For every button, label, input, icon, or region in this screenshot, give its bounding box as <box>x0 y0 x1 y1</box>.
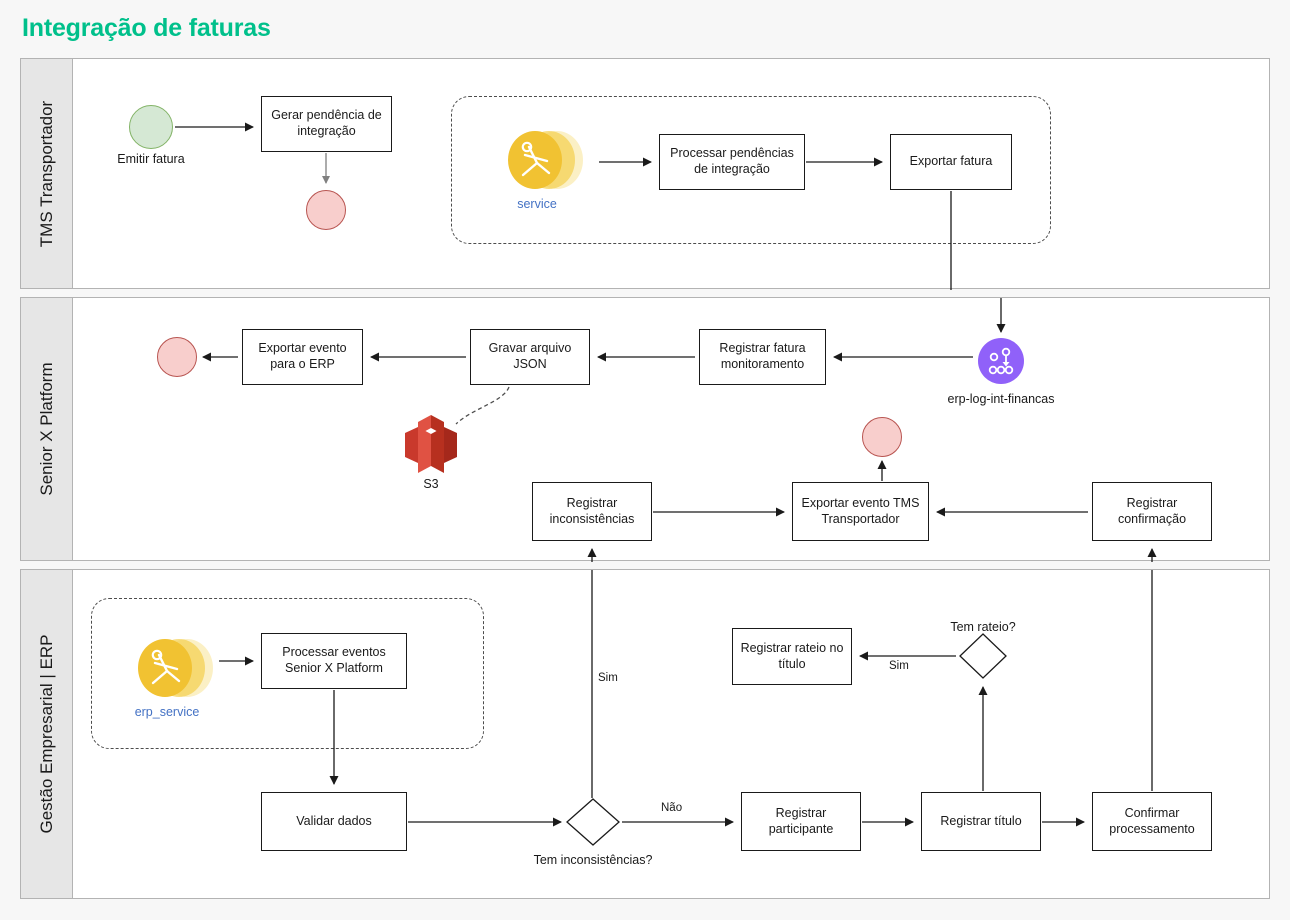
lane-label-gestao-empresarial-erp: Gestão Empresarial | ERP <box>36 634 56 834</box>
service-label-erp: erp_service <box>134 705 200 719</box>
flow-label-sim-rateio: Sim <box>889 660 909 672</box>
topic-icon-wrap <box>977 337 1025 385</box>
lane-body-gestao-empresarial-erp: erp_service Processar eventos Senior X P… <box>73 570 1269 898</box>
lane-gestao-empresarial-erp: Gestão Empresarial | ERP erp_service Pro… <box>20 569 1270 899</box>
task-registrar-rateio-no-titulo[interactable]: Registrar rateio no título <box>732 628 852 685</box>
s3-label: S3 <box>423 477 439 491</box>
lane-label-senior-x-platform: Senior X Platform <box>36 362 56 496</box>
gateway-tem-inconsistencias[interactable] <box>565 797 621 847</box>
lane2-connectors <box>202 298 1157 562</box>
task-gravar-arquivo-json[interactable]: Gravar arquivo JSON <box>470 329 590 385</box>
pubsub-topic-icon[interactable] <box>977 337 1025 385</box>
service-icon-wrap-erp: erp_service <box>121 633 225 719</box>
lane-tms-transportador: TMS Transportador Emitir fatura Gerar pe… <box>20 58 1270 290</box>
task-registrar-inconsistencias[interactable]: Registrar inconsistências <box>532 482 652 541</box>
lane-body-tms-transportador: Emitir fatura Gerar pendência de integra… <box>73 59 1269 290</box>
topic-label: erp-log-int-financas <box>947 392 1055 406</box>
task-registrar-titulo[interactable]: Registrar título <box>921 792 1041 851</box>
flow-label-sim-inconsistencias: Sim <box>598 672 618 684</box>
task-processar-pendencias-de-integracao[interactable]: Processar pendências de integração <box>659 134 805 190</box>
lane-senior-x-platform: Senior X Platform Exportar evento para o… <box>20 297 1270 562</box>
task-confirmar-processamento[interactable]: Confirmar processamento <box>1092 792 1212 851</box>
end-event-pendencia[interactable] <box>306 190 346 230</box>
aws-s3-bucket-icon <box>405 415 457 473</box>
lane-header-gestao-empresarial-erp: Gestão Empresarial | ERP <box>21 570 73 898</box>
task-registrar-participante[interactable]: Registrar participante <box>741 792 861 851</box>
gateway-tem-rateio-label: Tem rateio? <box>950 620 1016 634</box>
service-group-container-erp <box>91 598 484 749</box>
gateway-tem-rateio[interactable] <box>958 632 1008 680</box>
task-gerar-pendencia-de-integracao[interactable]: Gerar pendência de integração <box>261 96 392 152</box>
task-registrar-fatura-monitoramento[interactable]: Registrar fatura monitoramento <box>699 329 826 385</box>
service-label-tms: service <box>517 197 557 211</box>
start-event-emitir-fatura[interactable] <box>129 105 173 149</box>
task-validar-dados[interactable]: Validar dados <box>261 792 407 851</box>
end-event-exportar-erp[interactable] <box>157 337 197 377</box>
service-disk-icon <box>508 131 583 189</box>
lane-header-senior-x-platform: Senior X Platform <box>21 298 73 560</box>
lane-header-tms-transportador: TMS Transportador <box>21 59 73 288</box>
task-exportar-evento-tms-transportador[interactable]: Exportar evento TMS Transportador <box>792 482 929 541</box>
task-processar-eventos-senior-x-platform[interactable]: Processar eventos Senior X Platform <box>261 633 407 689</box>
task-exportar-fatura[interactable]: Exportar fatura <box>890 134 1012 190</box>
lane-body-senior-x-platform: Exportar evento para o ERP Gravar arquiv… <box>73 298 1269 562</box>
gateway-tem-inconsistencias-label: Tem inconsistências? <box>533 853 653 867</box>
page-title: Integração de faturas <box>22 14 271 42</box>
start-event-emitir-fatura-label: Emitir fatura <box>117 152 185 166</box>
lane1-connectors <box>175 122 952 290</box>
service-icon-wrap-tms: service <box>491 125 595 211</box>
end-event-tms-transportador[interactable] <box>862 417 902 457</box>
service-group-container-tms <box>451 96 1051 244</box>
lane-label-tms-transportador: TMS Transportador <box>36 100 56 247</box>
s3-icon-wrap: S3 <box>398 413 464 491</box>
flow-label-nao-inconsistencias: Não <box>661 802 683 814</box>
task-registrar-confirmacao[interactable]: Registrar confirmação <box>1092 482 1212 541</box>
service-disk-icon <box>138 639 213 697</box>
lane3-connectors <box>219 570 1153 827</box>
task-exportar-evento-para-o-erp[interactable]: Exportar evento para o ERP <box>242 329 363 385</box>
